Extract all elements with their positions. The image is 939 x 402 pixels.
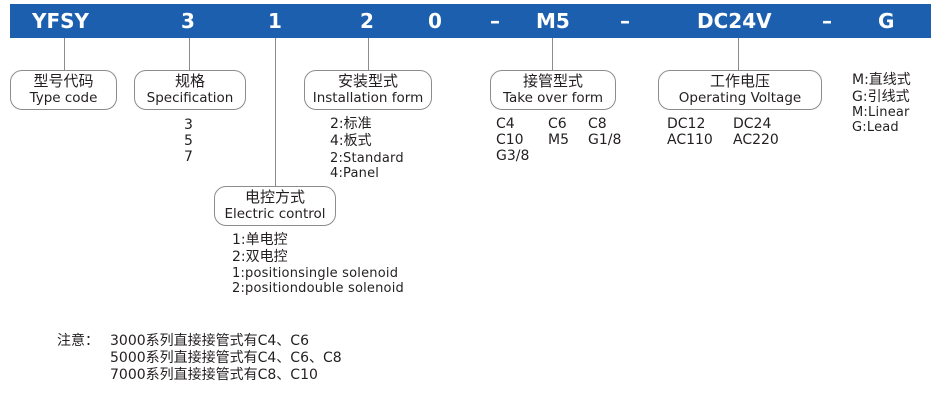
spec-title-zh: 规格 (174, 72, 205, 90)
notes-label: 注意： (57, 333, 99, 349)
voltage-dc24: DC24 (733, 116, 772, 132)
code-spec: 3 (181, 9, 195, 33)
code-lead: G (878, 9, 895, 33)
spec-label: 规格 Specification (134, 70, 246, 110)
take-over-c8: C8 (588, 116, 607, 132)
connector-spec (189, 38, 190, 70)
voltage-title-en: Operating Voltage (678, 90, 802, 106)
code-reserved: 0 (428, 9, 442, 33)
type-code-title-zh: 型号代码 (33, 72, 94, 90)
voltage-title-zh: 工作电压 (709, 72, 770, 90)
spec-option-3: 3 (184, 117, 193, 133)
electric-option-en-1: 1:positionsingle solenoid (232, 266, 399, 281)
lead-option-en-g: G:Lead (852, 120, 899, 135)
code-install: 2 (360, 9, 374, 33)
code-control: 1 (268, 9, 282, 33)
code-dash-3: – (822, 9, 832, 33)
installation-option-zh-4: 4:板式 (330, 133, 372, 149)
notes-line-3: 7000系列直接接管式有C8、C10 (110, 367, 318, 383)
notes-line-2: 5000系列直接接管式有C4、C6、C8 (110, 350, 342, 366)
electric-title-en: Electric control (224, 206, 326, 222)
connector-voltage (738, 38, 739, 70)
installation-option-en-4: 4:Panel (330, 166, 380, 181)
take-over-title-zh: 接管型式 (522, 72, 583, 90)
electric-option-zh-2: 2:双电控 (232, 249, 288, 265)
lead-option-zh-m: M:直线式 (852, 72, 911, 88)
code-voltage: DC24V (697, 9, 772, 33)
electric-title-zh: 电控方式 (244, 188, 305, 206)
lead-option-zh-g: G:引线式 (852, 89, 910, 105)
take-over-g3-8: G3/8 (496, 148, 530, 164)
connector-type-code (64, 38, 65, 70)
notes-line-1: 3000系列直接接管式有C4、C6 (110, 333, 309, 349)
take-over-label: 接管型式 Take over form (490, 70, 616, 110)
installation-label: 安装型式 Installation form (304, 70, 432, 110)
take-over-c10: C10 (496, 132, 524, 148)
installation-option-en-2: 2:Standard (330, 151, 404, 166)
installation-title-zh: 安装型式 (337, 72, 398, 90)
lead-option-en-m: M:Linear (852, 105, 910, 120)
connector-port (552, 38, 553, 70)
spec-option-5: 5 (184, 133, 193, 149)
code-dash-2: – (620, 9, 630, 33)
voltage-ac110: AC110 (667, 132, 713, 148)
installation-option-zh-2: 2:标准 (330, 116, 372, 132)
connector-control (275, 38, 276, 186)
electric-control-label: 电控方式 Electric control (214, 186, 336, 226)
voltage-label: 工作电压 Operating Voltage (658, 70, 822, 110)
take-over-c4: C4 (496, 116, 515, 132)
type-code-title-en: Type code (29, 90, 98, 106)
spec-option-7: 7 (184, 149, 193, 165)
code-port: M5 (536, 9, 570, 33)
spec-title-en: Specification (146, 90, 234, 106)
voltage-dc12: DC12 (667, 116, 706, 132)
installation-title-en: Installation form (312, 90, 424, 106)
voltage-ac220: AC220 (733, 132, 779, 148)
electric-option-en-2: 2:positiondouble solenoid (232, 281, 404, 296)
take-over-m5: M5 (548, 132, 569, 148)
code-dash-1: – (490, 9, 500, 33)
code-bar (10, 4, 931, 38)
take-over-title-en: Take over form (502, 90, 604, 106)
take-over-c6: C6 (548, 116, 567, 132)
connector-install (368, 38, 369, 70)
take-over-g1-8: G1/8 (588, 132, 622, 148)
electric-option-zh-1: 1:单电控 (232, 232, 288, 248)
code-series: YFSY (32, 9, 90, 33)
type-code-label: 型号代码 Type code (10, 70, 117, 110)
